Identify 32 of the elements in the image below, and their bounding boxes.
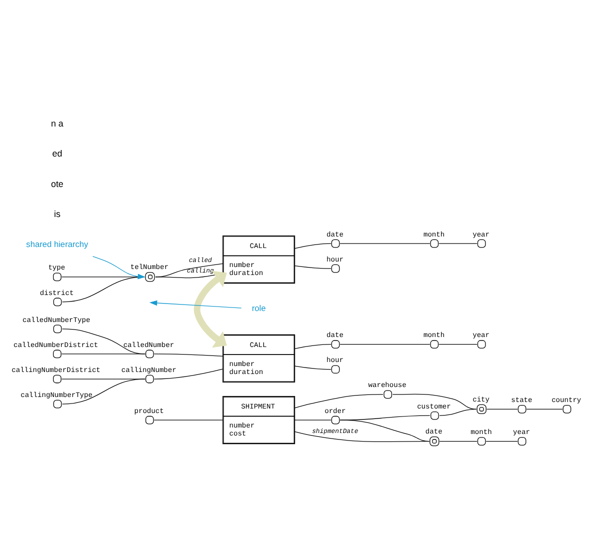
- connector: [340, 420, 430, 442]
- connector: [62, 328, 146, 354]
- connector: [294, 394, 384, 408]
- connector: [340, 415, 430, 420]
- label: is: [54, 209, 60, 220]
- connector: [392, 394, 477, 410]
- connector: [526, 408, 563, 410]
- arrow: [92, 256, 146, 280]
- connector: [155, 263, 224, 278]
- connector: [62, 378, 146, 404]
- connector: [439, 440, 478, 442]
- connector: [294, 344, 332, 349]
- connector: [486, 408, 518, 410]
- connector: [340, 344, 430, 345]
- connector: [438, 344, 478, 345]
- connector: [340, 243, 430, 244]
- node-text: shared hierarchy: [26, 239, 88, 250]
- label: ed: [52, 148, 62, 159]
- connector: [154, 368, 223, 380]
- connector: [486, 440, 518, 442]
- label: ote: [50, 178, 64, 189]
- connector: [294, 366, 332, 370]
- arrow: [149, 300, 242, 308]
- connector: [438, 243, 478, 244]
- connector: [154, 354, 224, 356]
- label: n a: [50, 118, 64, 128]
- arrow: [194, 270, 227, 348]
- connector: [61, 378, 146, 380]
- connector: [294, 243, 332, 249]
- connector: [294, 266, 332, 269]
- node-text: role: [252, 303, 266, 314]
- connector: [439, 408, 477, 416]
